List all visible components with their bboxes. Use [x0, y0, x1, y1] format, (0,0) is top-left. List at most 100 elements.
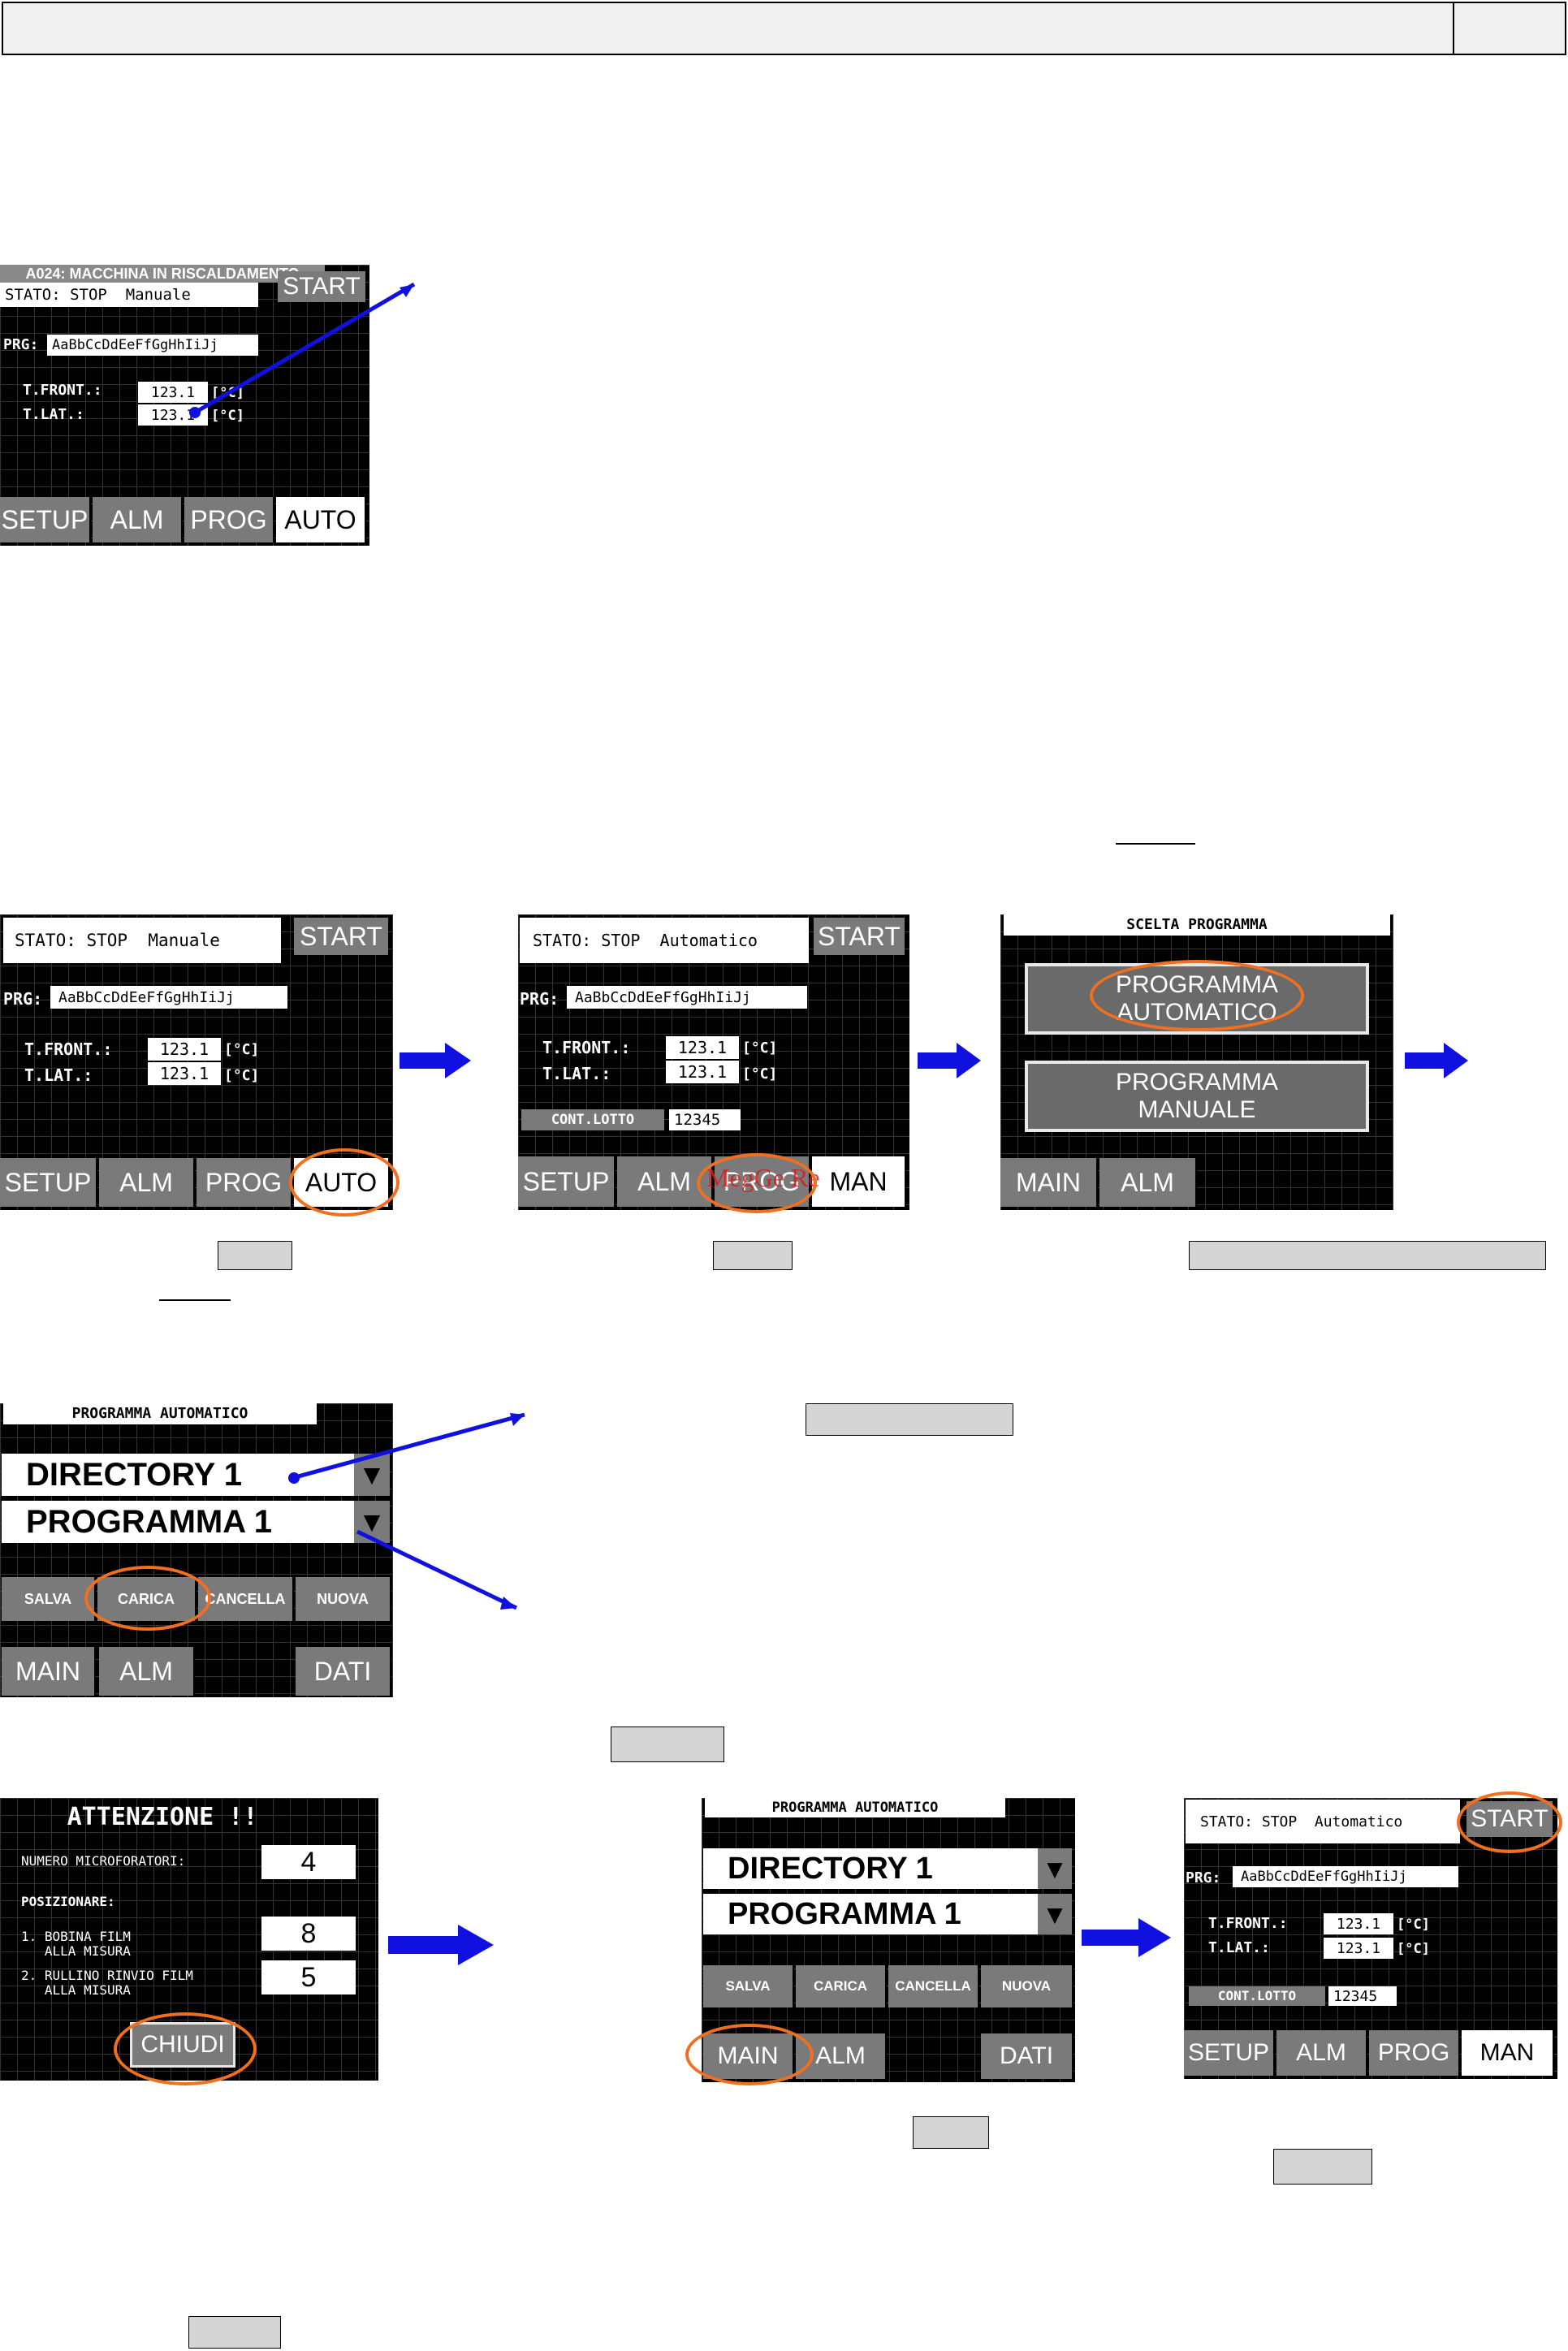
tlat-label: T.LAT.:: [24, 1065, 93, 1085]
blue-right-arrow-icon: [400, 1043, 471, 1078]
tfront-unit: [°C]: [742, 1039, 778, 1057]
tab-alm[interactable]: ALM: [1099, 1158, 1197, 1207]
tab-prog[interactable]: PROG: [715, 1156, 810, 1207]
hmi-screen-warning: ATTENZIONE !! NUMERO MICROFORATORI: 4 PO…: [0, 1798, 378, 2081]
program-name-field: AaBbCcDdEeFfGgHhIiJj: [47, 335, 258, 356]
tab-prog[interactable]: PROG: [197, 1158, 292, 1207]
prg-label: PRG:: [3, 336, 39, 353]
delete-button[interactable]: CANCELLA: [888, 1965, 979, 2007]
directory-field[interactable]: DIRECTORY 1: [703, 1848, 1060, 1889]
save-button[interactable]: SALVA: [2, 1577, 96, 1621]
start-button[interactable]: START: [814, 918, 905, 955]
hmi-screen-auto-program: PROGRAMMA AUTOMATICO DIRECTORY 1 ▼ PROGR…: [0, 1403, 393, 1697]
tlat-unit: [°C]: [224, 1067, 260, 1084]
tab-dati[interactable]: DATI: [981, 2033, 1073, 2079]
start-button[interactable]: START: [1466, 1801, 1553, 1837]
hmi-screen-automatic: STATO: STOP Automatico START PRG: AaBbCc…: [518, 914, 909, 1210]
screen-title: SCELTA PROGRAMMA: [1004, 914, 1390, 936]
triangle-down-icon[interactable]: ▼: [1038, 1848, 1072, 1889]
lotto-label: CONT.LOTTO: [521, 1109, 664, 1130]
underline-mark: [1116, 843, 1195, 845]
hmi-screen-manual: STATO: STOP Manuale START PRG: AaBbCcDdE…: [0, 914, 393, 1210]
automatic-program-button[interactable]: PROGRAMMA AUTOMATICO: [1025, 963, 1369, 1035]
program-field[interactable]: PROGRAMMA 1: [2, 1501, 377, 1543]
program-field[interactable]: PROGRAMMA 1: [703, 1894, 1060, 1934]
start-button[interactable]: START: [294, 918, 388, 955]
callout-arrow-2: [288, 1412, 525, 1610]
tab-setup[interactable]: SETUP: [0, 497, 91, 542]
tlat-label: T.LAT.:: [1208, 1939, 1270, 1956]
tab-alm[interactable]: ALM: [1276, 2030, 1367, 2076]
tlat-unit: [°C]: [211, 408, 244, 424]
return-roller-value: 5: [261, 1960, 356, 1994]
triangle-down-icon[interactable]: ▼: [354, 1501, 390, 1543]
ref-key-box: [188, 2316, 281, 2349]
directory-field[interactable]: DIRECTORY 1: [2, 1454, 377, 1496]
prg-label: PRG:: [520, 989, 559, 1009]
program-name-field: AaBbCcDdEeFfGgHhIiJj: [1233, 1866, 1458, 1887]
tab-alm[interactable]: ALM: [99, 1158, 195, 1207]
tab-man[interactable]: MAN: [1462, 2030, 1554, 2076]
tab-alm[interactable]: ALM: [796, 2033, 887, 2079]
new-button[interactable]: NUOVA: [296, 1577, 391, 1621]
tlat-unit: [°C]: [742, 1065, 778, 1083]
blue-right-arrow-icon: [388, 1925, 494, 1965]
tfront-label: T.FRONT.:: [24, 1039, 113, 1059]
header-table: [2, 2, 1566, 55]
new-button[interactable]: NUOVA: [981, 1965, 1073, 2007]
ref-key-box: [913, 2116, 989, 2149]
tab-dati[interactable]: DATI: [296, 1647, 391, 1696]
tfront-value: 123.1: [1324, 1913, 1393, 1934]
microperforator-count: 4: [261, 1845, 356, 1879]
tab-main[interactable]: MAIN: [2, 1647, 96, 1696]
tab-setup[interactable]: SETUP: [518, 1156, 616, 1207]
microperforator-label: NUMERO MICROFORATORI:: [21, 1853, 186, 1869]
warning-title: ATTENZIONE !!: [67, 1803, 258, 1831]
tfront-value: 123.1: [148, 1038, 221, 1061]
ref-key-box: [1273, 2149, 1372, 2185]
screen-title: PROGRAMMA AUTOMATICO: [3, 1403, 317, 1424]
ref-key-box: [611, 1727, 724, 1762]
tab-auto[interactable]: AUTO: [294, 1158, 390, 1207]
save-button[interactable]: SALVA: [703, 1965, 794, 2007]
header-page-cell: [1453, 3, 1565, 54]
position-label: POSIZIONARE:: [21, 1894, 115, 1909]
delete-button[interactable]: CANCELLA: [198, 1577, 294, 1621]
manual-program-button[interactable]: PROGRAMMA MANUALE: [1025, 1061, 1369, 1132]
tab-main[interactable]: MAIN: [1000, 1158, 1098, 1207]
hmi-screen-program-choice: SCELTA PROGRAMMA PROGRAMMA AUTOMATICO PR…: [1000, 914, 1393, 1210]
prg-label: PRG:: [3, 989, 43, 1009]
hmi-screen-auto-program-2: PROGRAMMA AUTOMATICO DIRECTORY 1 ▼ PROGR…: [702, 1798, 1075, 2082]
start-button[interactable]: START: [278, 271, 365, 302]
tab-setup[interactable]: SETUP: [1184, 2030, 1275, 2076]
tlat-label: T.LAT.:: [542, 1064, 611, 1083]
underline-mark: [159, 1299, 231, 1301]
prg-label: PRG:: [1186, 1869, 1221, 1886]
tab-man[interactable]: MAN: [812, 1156, 906, 1207]
status-field: STATO: STOP Manuale: [0, 283, 258, 307]
close-button[interactable]: CHIUDI: [130, 2022, 235, 2068]
program-name-field: AaBbCcDdEeFfGgHhIiJj: [567, 986, 807, 1009]
callout-arrow-1: [189, 282, 416, 418]
item-film-reel: 1. BOBINA FILM ALLA MISURA: [21, 1929, 131, 1959]
blue-right-arrow-icon: [918, 1043, 981, 1078]
alarm-banner: A024: MACCHINA IN RISCALDAMENTO: [0, 265, 325, 283]
triangle-down-icon[interactable]: ▼: [1038, 1894, 1072, 1934]
ref-key-box: [1189, 1241, 1546, 1270]
tfront-label: T.FRONT.:: [1208, 1915, 1288, 1932]
triangle-down-icon[interactable]: ▼: [354, 1454, 390, 1496]
status-field: STATO: STOP Automatico: [520, 918, 809, 963]
load-button[interactable]: CARICA: [796, 1965, 887, 2007]
tab-setup[interactable]: SETUP: [0, 1158, 97, 1207]
load-button[interactable]: CARICA: [97, 1577, 197, 1621]
tab-auto[interactable]: AUTO: [276, 497, 366, 542]
hmi-screen-heating: A024: MACCHINA IN RISCALDAMENTO STATO: S…: [0, 265, 369, 546]
tab-prog[interactable]: PROG: [1369, 2030, 1460, 2076]
watermark-overlay: MegGe Re: [706, 1163, 820, 1192]
tlat-value: 123.1: [1324, 1938, 1393, 1959]
tab-prog[interactable]: PROG: [184, 497, 274, 542]
tab-alm[interactable]: ALM: [99, 1647, 195, 1696]
tab-alm[interactable]: ALM: [617, 1156, 713, 1207]
tab-alm[interactable]: ALM: [93, 497, 183, 542]
tab-main[interactable]: MAIN: [703, 2033, 794, 2079]
